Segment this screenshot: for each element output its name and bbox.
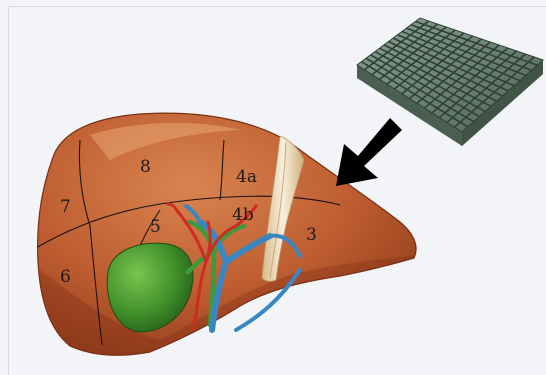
down-left-arrow-icon	[336, 118, 402, 186]
segment-label-7: 7	[60, 197, 71, 217]
segment-label-4a: 4a	[236, 167, 257, 187]
segment-label-6: 6	[60, 267, 71, 287]
segment-label-5: 5	[150, 217, 161, 237]
segment-label-8: 8	[140, 157, 151, 177]
segment-label-3: 3	[306, 225, 317, 245]
segment-label-4b: 4b	[232, 205, 254, 225]
